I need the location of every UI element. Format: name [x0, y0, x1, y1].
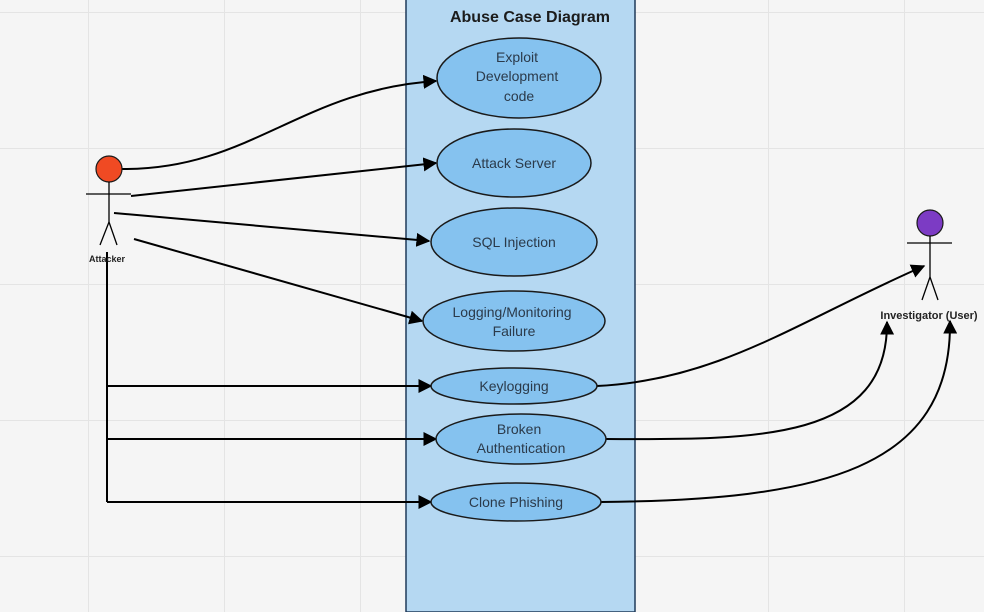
use-case-exploit-line-1: Exploit: [496, 49, 538, 65]
use-case-attack-server-label: Attack Server: [472, 155, 556, 171]
svg-text:Exploit Development: Exploit Development code: [476, 49, 562, 104]
investigator-connectors: [596, 264, 958, 503]
attacker-actor[interactable]: Attacker: [86, 155, 131, 264]
svg-text:Attack Server: Attack Server: [472, 155, 556, 171]
use-case-clone-phishing[interactable]: Clone Phishing: [430, 482, 602, 522]
attacker-head: [95, 155, 123, 183]
use-case-broken-auth-line-2: Authentication: [477, 440, 566, 456]
svg-text:Broken Authentication: Broken Authentication: [477, 421, 566, 456]
attacker-label: Attacker: [89, 254, 126, 264]
connector-attacker-attack-server: [130, 157, 438, 197]
use-case-exploit-line-2: Development: [476, 68, 559, 84]
use-case-sql-injection-label: SQL Injection: [472, 234, 556, 250]
use-case-exploit-line-3: code: [504, 88, 535, 104]
svg-text:Keylogging: Keylogging: [479, 378, 548, 394]
use-case-logging-failure-line-2: Failure: [493, 323, 536, 339]
connector-attacker-logging-failure: [133, 238, 424, 325]
attacker-connectors: [106, 74, 438, 509]
use-case-broken-auth-line-1: Broken: [497, 421, 541, 437]
use-case-broken-auth[interactable]: Broken Authentication: [435, 413, 607, 465]
svg-text:Logging/Monitoring Failu: Logging/Monitoring Failure: [453, 304, 576, 339]
use-case-sql-injection[interactable]: SQL Injection: [430, 207, 598, 277]
use-case-attack-server[interactable]: Attack Server: [436, 128, 592, 198]
use-case-logging-failure-line-1: Logging/Monitoring: [453, 304, 572, 320]
investigator-label: Investigator (User): [880, 310, 978, 322]
connector-attacker-exploit: [121, 74, 438, 171]
investigator-body: [907, 236, 952, 301]
connector-keylogging-investigator: [596, 264, 926, 387]
investigator-head: [916, 209, 944, 237]
connector-broken-auth-investigator: [605, 320, 895, 441]
use-case-keylogging[interactable]: Keylogging: [430, 367, 598, 405]
use-case-keylogging-label: Keylogging: [479, 378, 548, 394]
connector-clone-phishing-investigator: [600, 319, 958, 503]
connector-attacker-sql-injection: [113, 212, 431, 247]
use-case-clone-phishing-label: Clone Phishing: [469, 494, 563, 510]
svg-text:SQL Injection: SQL Injection: [472, 234, 556, 250]
svg-text:Clone Phishing: Clone Phishing: [469, 494, 563, 510]
use-case-logging-failure[interactable]: Logging/Monitoring Failure: [422, 290, 606, 352]
use-case-exploit[interactable]: Exploit Development code: [436, 37, 602, 119]
attacker-body: [86, 182, 131, 246]
investigator-actor[interactable]: Investigator (User): [880, 209, 978, 322]
diagram-title: Abuse Case Diagram: [450, 9, 610, 26]
